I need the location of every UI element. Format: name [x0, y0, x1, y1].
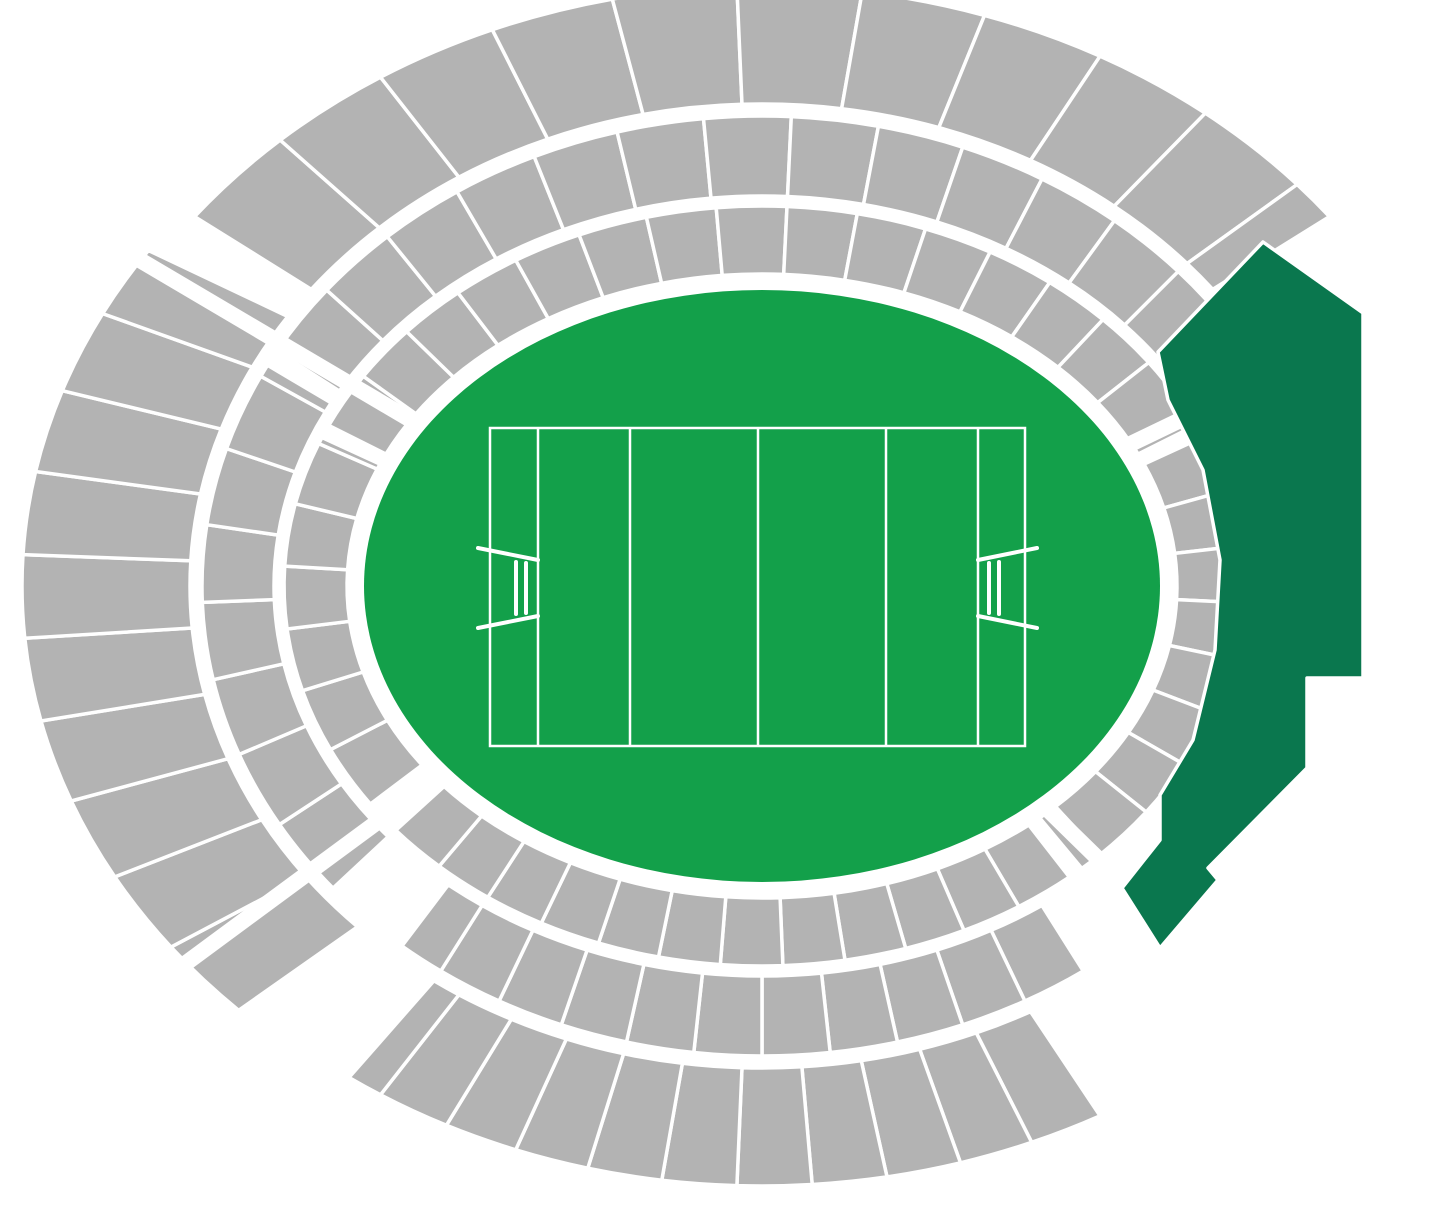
west-lower-4[interactable] [282, 564, 352, 631]
north-upper-11[interactable] [1185, 182, 1332, 292]
south-middle-5[interactable] [760, 971, 832, 1058]
goal-posts-left [476, 546, 540, 630]
west-upper-6[interactable] [20, 552, 194, 641]
west-middle-5[interactable] [200, 522, 280, 605]
east-stand-highlighted[interactable] [1120, 240, 1365, 950]
south-upper-5[interactable] [735, 1065, 814, 1188]
north-upper-5[interactable] [610, 0, 744, 117]
aisle-3 [158, 764, 452, 987]
goal-posts-right [976, 546, 1039, 630]
aisle-1 [113, 239, 427, 434]
north-upper-6[interactable] [735, 0, 863, 111]
pitch-markings [476, 426, 1039, 748]
north-middle-6[interactable] [615, 116, 713, 212]
north-lower-7[interactable] [644, 205, 724, 286]
west-middle-8[interactable] [259, 363, 333, 414]
south-upper-11[interactable] [347, 979, 461, 1097]
south-lower-6[interactable] [718, 895, 785, 968]
north-upper-4[interactable] [490, 0, 645, 141]
south-lower-12[interactable] [394, 784, 484, 868]
south-middle-6[interactable] [692, 971, 764, 1058]
playing-field [364, 290, 1160, 882]
north-middle-7[interactable] [701, 114, 794, 200]
south-middle-11[interactable] [400, 883, 484, 973]
north-lower-8[interactable] [714, 204, 789, 278]
west-middle-4[interactable] [200, 597, 286, 682]
west-lower-7[interactable] [317, 435, 382, 471]
west-upper-10[interactable] [100, 248, 290, 369]
south-lower-5[interactable] [778, 891, 847, 968]
